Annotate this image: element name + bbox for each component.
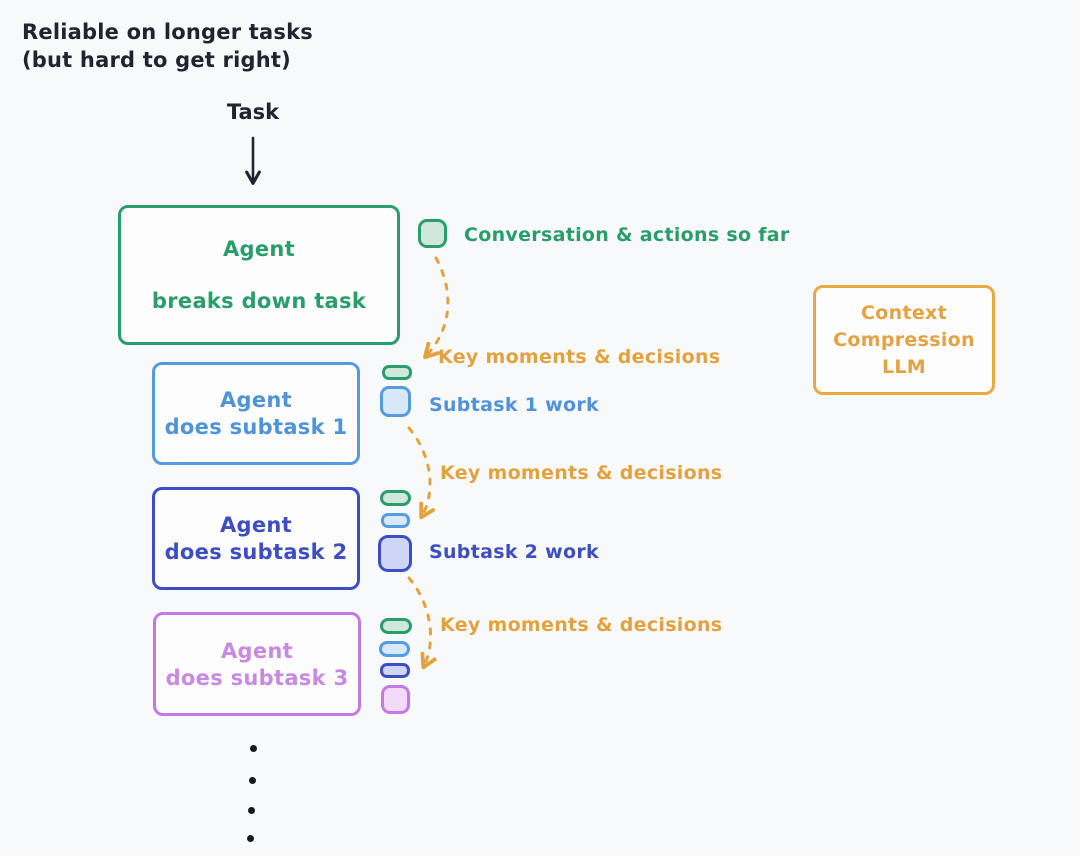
agent-subtask3-line2: does subtask 3: [165, 665, 349, 690]
context-compression-line3: LLM: [881, 355, 927, 378]
context-compression-line2: Compression: [833, 328, 975, 351]
agent-subtask2-line1: Agent: [219, 513, 293, 537]
diagram-title-line1: Reliable on longer tasks: [22, 20, 313, 44]
key-moments-label-2: Key moments & decisions: [440, 462, 723, 484]
subtask1-work-label: Subtask 1 work: [429, 394, 599, 416]
agent-subtask1-line1: Agent: [219, 388, 293, 412]
subtask2-work-chip-icon: [378, 535, 412, 572]
key-moments-label-1: Key moments & decisions: [438, 346, 721, 368]
agent-subtask3-box: Agent does subtask 3: [153, 612, 361, 716]
key-moments-chip-blue-2: [381, 513, 410, 528]
context-compression-box: Context Compression LLM: [813, 285, 995, 395]
subtask2-work-label: Subtask 2 work: [429, 541, 599, 563]
agent-subtask2-line2: does subtask 2: [164, 540, 348, 564]
conversation-chip-icon: [418, 219, 447, 248]
agent-breakdown-line1: Agent: [222, 237, 296, 261]
key-moments-chip-green-2: [380, 490, 411, 506]
key-moments-label-3: Key moments & decisions: [440, 614, 723, 636]
diagram-title: Reliable on longer tasks (but hard to ge…: [22, 18, 313, 74]
ellipsis-dot-4: [247, 835, 254, 842]
key-moments-chip-green-1: [382, 365, 412, 380]
compression-arrow-3: [407, 576, 437, 670]
compression-arrow-2: [407, 426, 435, 520]
agent-breakdown-line2: breaks down task: [151, 289, 367, 313]
key-moments-chip-indigo-3: [380, 663, 410, 678]
subtask3-work-chip-icon: [381, 685, 410, 714]
agent-breakdown-box: Agent breaks down task: [118, 205, 400, 345]
subtask1-work-chip-icon: [380, 386, 411, 417]
agent-subtask1-box: Agent does subtask 1: [152, 362, 360, 465]
agent-subtask2-box: Agent does subtask 2: [152, 487, 360, 590]
task-label: Task: [226, 100, 280, 124]
context-compression-line1: Context: [861, 301, 947, 324]
diagram-title-line2: (but hard to get right): [22, 48, 291, 72]
agent-subtask3-line1: Agent: [220, 638, 294, 663]
key-moments-chip-blue-3: [379, 641, 410, 657]
ellipsis-dot-1: [250, 745, 257, 752]
ellipsis-dot-3: [248, 807, 255, 814]
conversation-label: Conversation & actions so far: [464, 224, 790, 246]
agent-subtask1-line2: does subtask 1: [164, 415, 348, 439]
key-moments-chip-green-3: [380, 618, 412, 634]
ellipsis-dot-2: [249, 777, 256, 784]
compression-arrow-1: [423, 256, 450, 360]
